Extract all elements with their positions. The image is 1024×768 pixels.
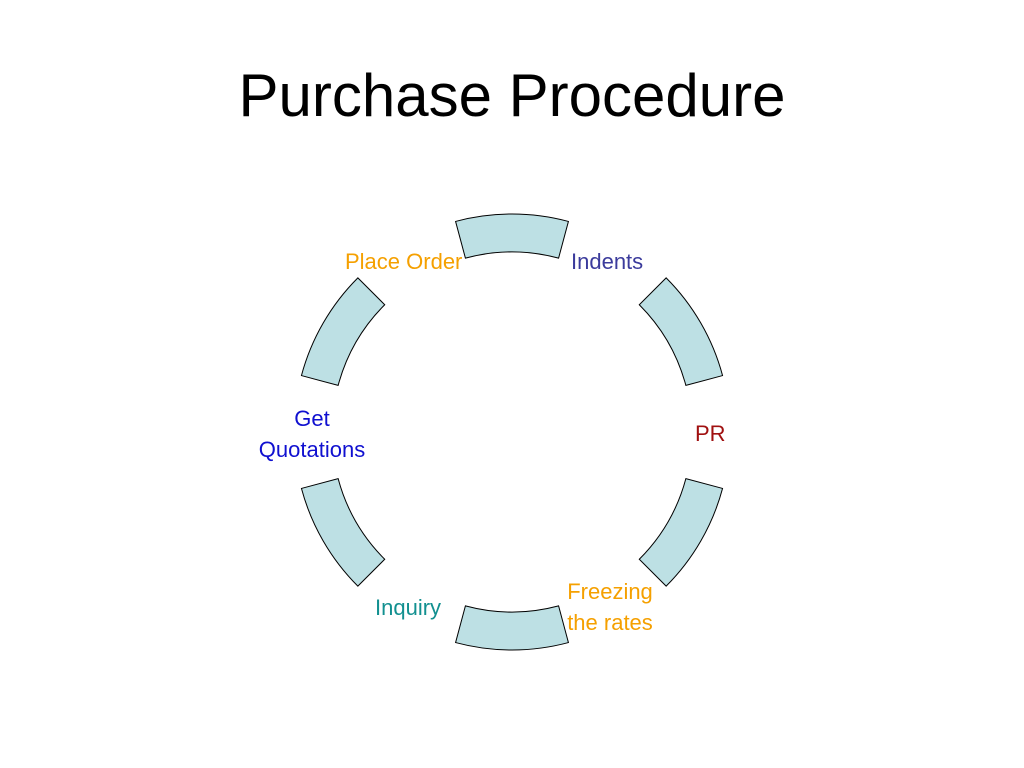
- step-label-get-quotations: Get Quotations: [246, 403, 378, 465]
- step-label-pr-text: PR: [695, 421, 726, 446]
- step-label-get-quotations-line-2: Quotations: [258, 437, 366, 462]
- cycle-segment-lower-right: [638, 477, 724, 587]
- step-label-freezing-the-rates: Freezing the rates: [548, 576, 672, 638]
- slide-title: Purchase Procedure: [238, 62, 786, 129]
- step-label-place-order: Place Order: [345, 246, 462, 277]
- step-label-inquiry: Inquiry: [375, 592, 441, 623]
- cycle-segment-lower-left: [300, 477, 386, 587]
- step-label-inquiry-text: Inquiry: [375, 595, 442, 620]
- step-label-freezing-line-1: Freezing: [567, 579, 653, 604]
- step-label-pr: PR: [695, 418, 726, 449]
- cycle-segment-top: [454, 213, 570, 259]
- step-label-indents: Indents: [571, 246, 643, 277]
- step-label-freezing-line-2: the rates: [567, 610, 653, 635]
- cycle-segment-bottom: [454, 605, 570, 651]
- step-label-get-quotations-line-1: Get: [294, 406, 330, 431]
- cycle-segment-upper-right: [638, 277, 724, 387]
- step-label-indents-text: Indents: [571, 249, 644, 274]
- cycle-segment-upper-left: [300, 277, 386, 387]
- step-label-place-order-text: Place Order: [345, 249, 463, 274]
